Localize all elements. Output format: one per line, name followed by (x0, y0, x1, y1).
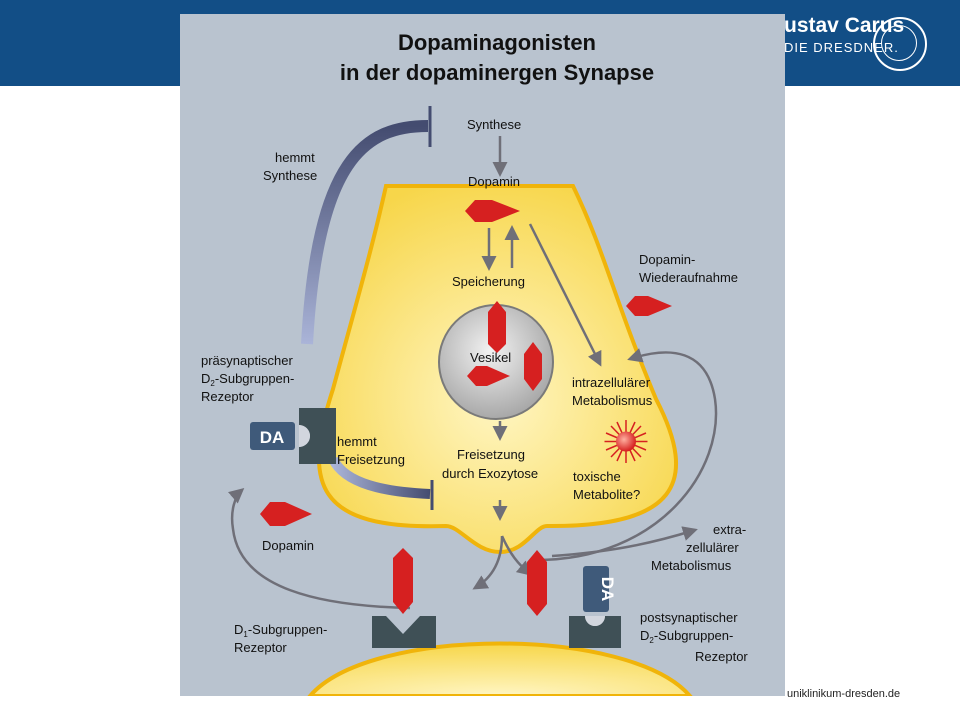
label-praesynaptisch-2: D2-Subgruppen- (201, 371, 294, 388)
footer-url: uniklinikum-dresden.de (787, 688, 901, 700)
label-synthese: Synthese (467, 117, 521, 132)
label-freisetzung-1: Freisetzung (457, 447, 525, 462)
label-d1-rezeptor-2: Rezeptor (234, 640, 287, 655)
diagram-title-line-2: in der dopaminergen Synapse (340, 60, 654, 85)
inhibit-release-arrow (328, 456, 431, 499)
diagram-title-line-1: Dopaminagonisten (398, 30, 596, 55)
label-freisetzung-2: durch Exozytose (442, 466, 538, 481)
arrow-extracellular (551, 526, 698, 558)
label-hemmt-synthese-1: hemmt (275, 150, 315, 165)
label-hemmt-synthese-2: Synthese (263, 168, 317, 183)
label-d1-rezeptor-1: D1-Subgruppen- (234, 622, 327, 639)
university-seal-icon (873, 17, 927, 71)
label-speicherung: Speicherung (452, 274, 525, 289)
dopamine-molecule (524, 342, 542, 391)
label-extrazellulaer-3: Metabolismus (651, 558, 732, 573)
arrow-return-to-presyn-receptor (228, 488, 411, 610)
postsynaptic-d2-receptor (569, 616, 621, 648)
arrow-reuptake-loop (535, 348, 718, 562)
label-praesynaptisch-1: präsynaptischer (201, 353, 293, 368)
label-postsynaptisch-2: D2-Subgruppen- (640, 628, 733, 645)
label-da-presynaptic: DA (260, 428, 285, 447)
label-wiederaufnahme-1: Dopamin- (639, 252, 695, 267)
inhibit-synthesis-arrow (301, 120, 429, 345)
da-bound-postsynaptic (583, 566, 609, 612)
dopamine-molecule (626, 296, 672, 316)
arrow-dopamin-to-metabolism (528, 223, 602, 367)
dopamine-molecule (488, 301, 506, 353)
label-toxisch-1: toxische (573, 469, 621, 484)
postsynaptic-terminal (305, 641, 695, 698)
seal-inner-ring (881, 25, 917, 61)
label-intrazellulaer-2: Metabolismus (572, 393, 653, 408)
postsynaptic-d1-receptor (372, 616, 436, 648)
dopamine-molecule (393, 548, 413, 614)
arrow-cleft-left (472, 535, 504, 590)
synapse-diagram: Dopaminagonisten in der dopaminergen Syn… (180, 14, 785, 698)
dopamine-molecule (467, 366, 510, 386)
dopamine-molecule (260, 502, 312, 526)
label-wiederaufnahme-2: Wiederaufnahme (639, 270, 738, 285)
logo-line-1: ustav Carus (784, 14, 905, 37)
label-vesikel: Vesikel (470, 350, 511, 365)
label-extrazellulaer-1: extra- (713, 522, 746, 537)
label-da-postsynaptic: DA (598, 577, 617, 602)
label-postsynaptisch-1: postsynaptischer (640, 610, 738, 625)
label-postsynaptisch-3: Rezeptor (695, 649, 748, 664)
presynaptic-d2-receptor (299, 408, 336, 464)
label-intrazellulaer-1: intrazellulärer (572, 375, 651, 390)
toxic-metabolite-star-icon (604, 420, 648, 463)
label-extrazellulaer-2: zellulärer (686, 540, 739, 555)
dopamine-molecule (465, 200, 520, 222)
presynaptic-receptor-binding-site (299, 425, 310, 447)
label-praesynaptisch-3: Rezeptor (201, 389, 254, 404)
label-hemmt-freisetzung-2: Freisetzung (337, 452, 405, 467)
label-dopamin-left: Dopamin (262, 538, 314, 553)
label-hemmt-freisetzung-1: hemmt (337, 434, 377, 449)
label-dopamin-top: Dopamin (468, 174, 520, 189)
label-toxisch-2: Metabolite? (573, 487, 640, 502)
institution-logo-text: ustav Carus DIE DRESDNER. (784, 14, 904, 58)
da-bound-presynaptic (250, 422, 295, 450)
logo-line-2: DIE DRESDNER. (784, 40, 899, 55)
dopamine-molecule (527, 550, 547, 616)
postsynaptic-receptor-binding-site (585, 616, 605, 626)
